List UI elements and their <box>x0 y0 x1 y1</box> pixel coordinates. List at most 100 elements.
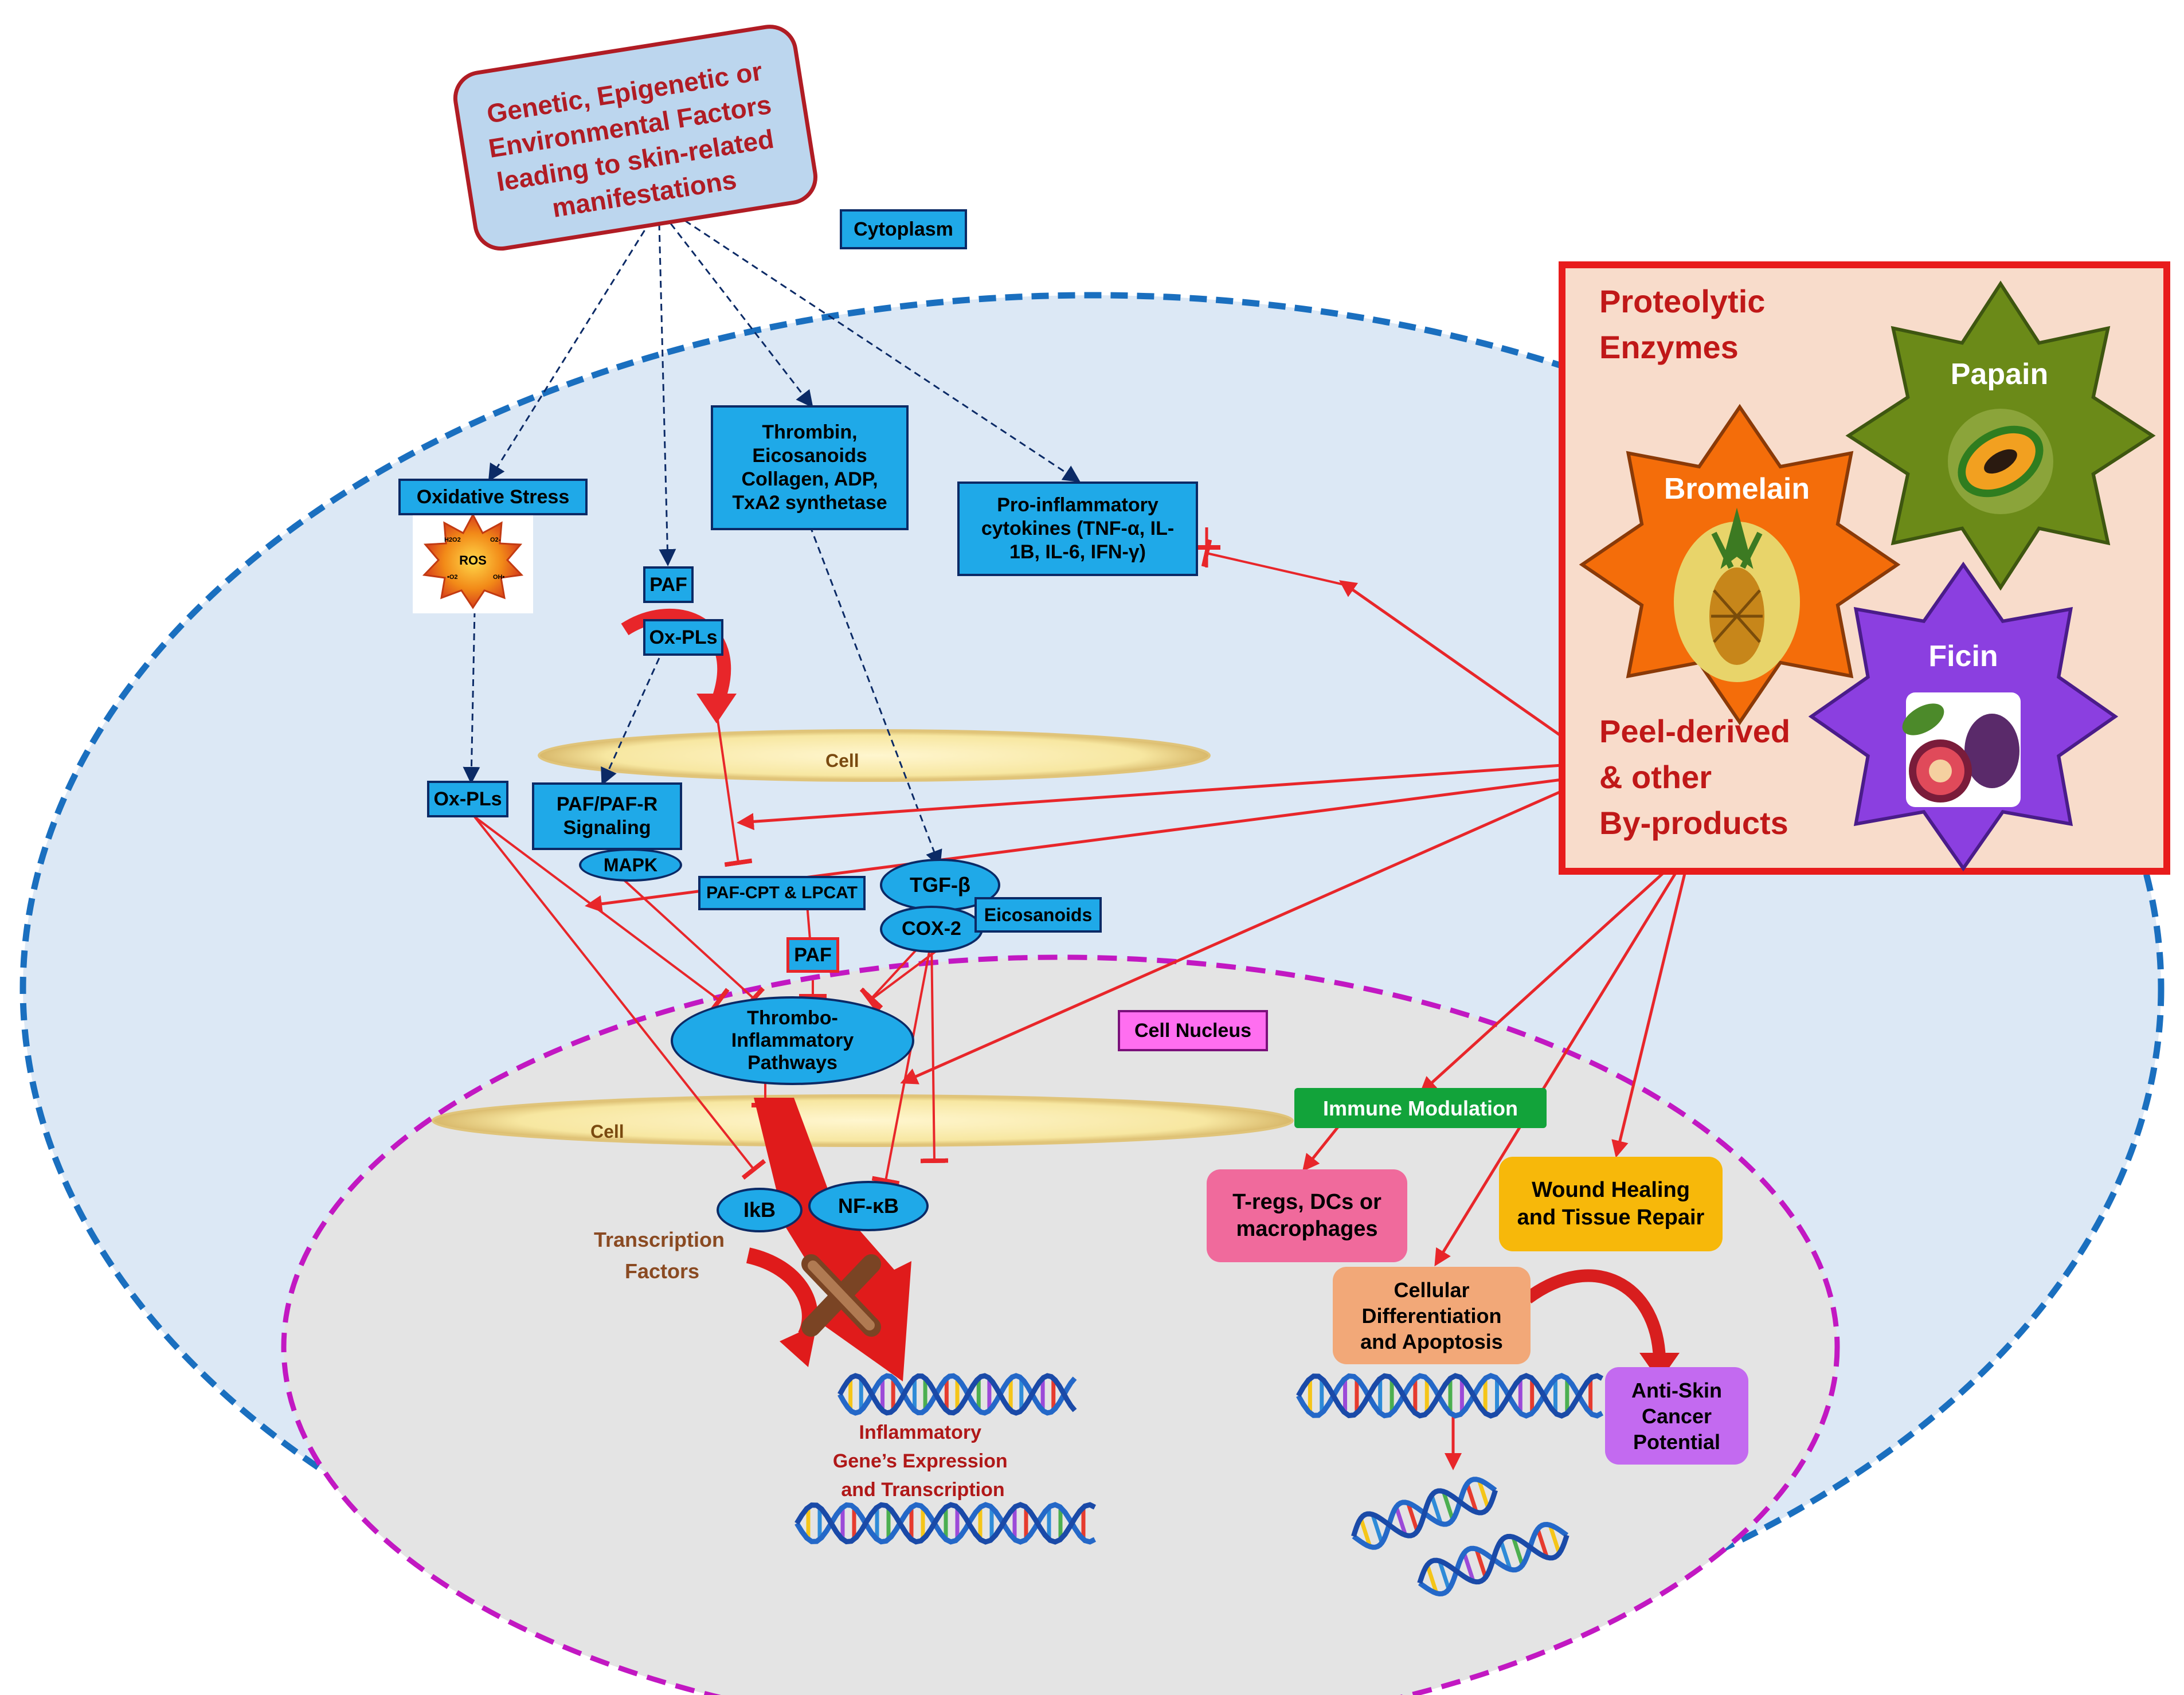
eicosanoids-node: Eicosanoids <box>974 897 1102 933</box>
thrombo-line-2: Inflammatory <box>731 1029 854 1051</box>
dna-rung <box>1499 1540 1512 1570</box>
dna-rung <box>1406 1502 1419 1532</box>
tregs-node: T-regs, DCs or macrophages <box>1207 1169 1407 1262</box>
tregs-line-1: T-regs, DCs or <box>1232 1189 1381 1214</box>
thrombo-line-3: Pathways <box>747 1052 837 1074</box>
dna-rung <box>1425 1564 1439 1594</box>
paf-signaling-line-1: PAF/PAF-R <box>556 793 658 816</box>
bromelain-label: Bromelain <box>1664 472 1810 506</box>
paf-signaling-node: PAF/PAF-R Signaling <box>532 782 682 850</box>
membrane-label-lower: Cell <box>590 1121 624 1142</box>
anticancer-line-1: Anti-Skin <box>1631 1378 1722 1402</box>
wound-line-2: and Tissue Repair <box>1517 1205 1705 1230</box>
cellular-line-3: and Apoptosis <box>1360 1329 1503 1353</box>
cell-nucleus-label: Cell Nucleus <box>1118 1010 1268 1051</box>
dna-helix-icon-inflammatory-top <box>837 1373 1077 1416</box>
dna-rung <box>1474 1548 1488 1578</box>
dna-rung <box>1438 1560 1451 1590</box>
dna-helix-icon-inflammatory-bottom <box>794 1502 1096 1545</box>
cytokines-line-3: 1B, IL-6, IFN-γ) <box>1009 541 1146 563</box>
cytoplasm-label: Cytoplasm <box>840 209 967 249</box>
dna-rung <box>1536 1528 1549 1558</box>
dna-strand <box>1417 1533 1569 1585</box>
dna-strand <box>1296 1373 1604 1419</box>
ros-species-label: •O2 <box>447 574 458 581</box>
ficin-label: Ficin <box>1928 640 1998 673</box>
thrombo-line-1: Thrombo- <box>747 1007 838 1029</box>
lower-membrane <box>432 1094 1294 1147</box>
transcription-line-2: Factors <box>625 1259 699 1283</box>
enzyme-footer-line-2: & other <box>1599 759 1712 795</box>
thrombin-node: Thrombin, Eicosanoids Collagen, ADP, TxA… <box>711 405 909 530</box>
anticancer-line-3: Potential <box>1633 1430 1720 1454</box>
paf-top-node: PAF <box>643 566 694 603</box>
thrombo-inflammatory-node: Thrombo- Inflammatory Pathways <box>671 996 914 1085</box>
ros-burst-icon <box>422 512 524 609</box>
thrombin-line-1: Thrombin, <box>762 421 858 444</box>
papaya-icon <box>1948 409 2053 514</box>
dna-strand <box>837 1373 1077 1416</box>
transcription-big-arrow <box>754 1098 911 1381</box>
cytokines-line-2: cytokines (TNF-α, IL- <box>981 518 1175 540</box>
dna-strand <box>794 1502 1096 1545</box>
wound-line-1: Wound Healing <box>1532 1178 1690 1202</box>
cellular-line-1: Cellular <box>1394 1278 1470 1302</box>
dna-rung <box>1462 1552 1475 1582</box>
svg-text:Inflammatory Gene’s Expres: Inflammatory Gene’s Expression and Trans… <box>833 1422 1013 1501</box>
immune-modulation-node: Immune Modulation <box>1294 1088 1547 1128</box>
ox-pls-top-node: Ox-PLs <box>643 619 723 656</box>
ox-pls-left-node: Ox-PLs <box>427 781 508 817</box>
dna-helix-icon-fragment-1 <box>1351 1477 1498 1550</box>
proinflammatory-cytokines-node: Pro-inflammatory cytokines (TNF-α, IL- 1… <box>957 482 1198 576</box>
dna-rung <box>1441 1490 1455 1521</box>
ikb-node: IkB <box>717 1188 803 1232</box>
ros-label: ROS <box>459 553 487 567</box>
enzyme-heading-line-1: Proteolytic <box>1599 283 1765 319</box>
dna-rung <box>1394 1506 1408 1536</box>
svg-text:Peel-derived & other B: Peel-derived & other By-products <box>1599 713 1799 841</box>
source-factors-box: Genetic, Epigenetic or Environmental Fac… <box>453 25 818 251</box>
upper-membrane <box>538 729 1211 782</box>
enzyme-heading-line-2: Enzymes <box>1599 329 1739 365</box>
cox2-node: COX-2 <box>880 906 983 953</box>
dna-strand <box>794 1502 1096 1545</box>
oxidative-stress-node: Oxidative Stress <box>398 479 588 515</box>
wound-healing-node: Wound Healing and Tissue Repair <box>1499 1157 1723 1251</box>
paf-cpt-lpcat-node: PAF-CPT & LPCAT <box>698 876 866 910</box>
thrombin-line-3: Collagen, ADP, <box>741 468 878 490</box>
cellular-differentiation-node: Cellular Differentiation and Apoptosis <box>1333 1267 1531 1364</box>
dna-strand <box>1351 1488 1498 1539</box>
ros-species-label: O2- <box>490 537 501 543</box>
anticancer-line-2: Cancer <box>1641 1404 1712 1428</box>
dna-rung <box>1548 1524 1561 1555</box>
pineapple-icon <box>1674 507 1800 682</box>
thrombin-line-4: TxA2 synthetase <box>732 491 887 514</box>
fig-icon <box>1902 692 2021 807</box>
cellular-line-2: Differentiation <box>1361 1303 1502 1328</box>
enzyme-footer-line-1: Peel-derived <box>1599 713 1790 749</box>
dna-rung <box>1430 1494 1443 1525</box>
nfkb-node: NF-κB <box>808 1181 929 1231</box>
paf-mid-node: PAF <box>786 937 839 973</box>
ros-species-label: H2O2 <box>444 537 461 543</box>
papain-label: Papain <box>1951 358 2049 391</box>
paf-signaling-line-2: Signaling <box>563 817 651 839</box>
dna-strand <box>837 1373 1077 1416</box>
dna-strand <box>1296 1373 1604 1419</box>
inflammatory-gene-line-3: and Transcription <box>841 1479 1004 1501</box>
dna-helix-icon-differentiation <box>1296 1373 1604 1419</box>
svg-text:Proteolytic Enzymes: Proteolytic Enzymes <box>1599 283 1774 365</box>
transcription-line-1: Transcription <box>594 1228 725 1251</box>
thrombin-line-2: Eicosanoids <box>752 445 867 467</box>
ros-species-label: OH• <box>493 574 505 581</box>
dna-rung <box>1477 1479 1490 1509</box>
dna-rung <box>1359 1517 1372 1548</box>
anti-skin-cancer-node: Anti-Skin Cancer Potential <box>1605 1367 1748 1465</box>
membrane-label-upper: Cell <box>825 750 859 771</box>
differentiation-arrow <box>1524 1269 1666 1359</box>
enzyme-footer-line-3: By-products <box>1599 805 1788 841</box>
svg-text:Genetic, Epigenetic or E: Genetic, Epigenetic or Environmental Fac… <box>481 54 791 231</box>
dna-rung <box>1511 1536 1525 1566</box>
